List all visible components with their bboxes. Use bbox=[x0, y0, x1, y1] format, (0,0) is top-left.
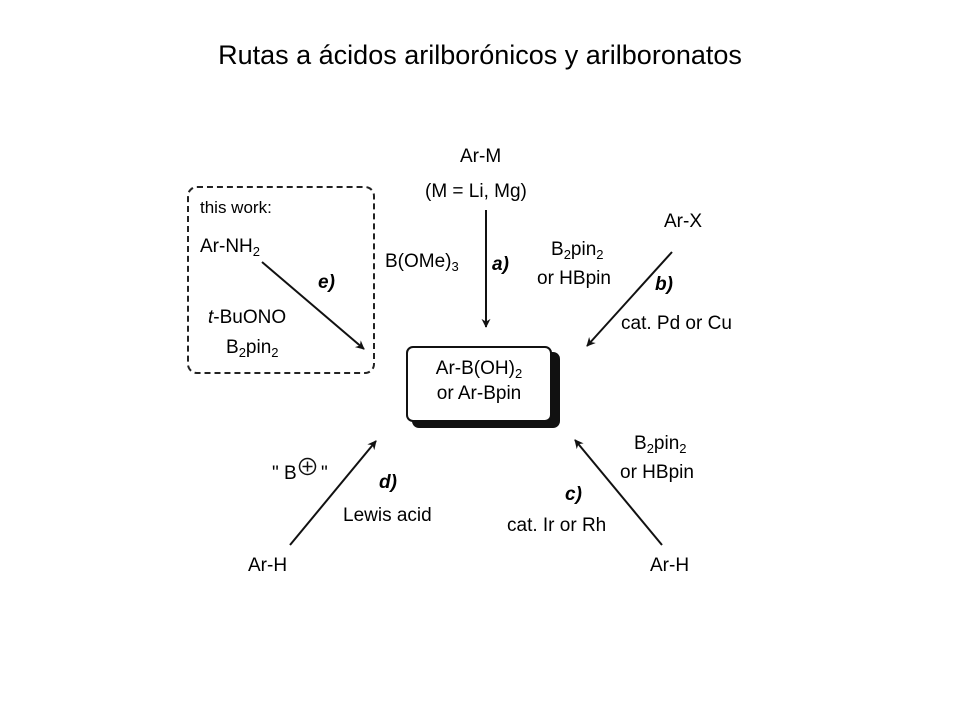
this-work-header: this work: bbox=[200, 198, 272, 217]
bome3-reagent: B(OMe)3 bbox=[385, 251, 459, 274]
this-work-box bbox=[187, 186, 375, 374]
ar-m-condition: (M = Li, Mg) bbox=[425, 181, 527, 202]
hbpin-reagent-b: or HBpin bbox=[537, 268, 611, 289]
boron-cation-reagent: " B " bbox=[272, 458, 328, 485]
arrow-e bbox=[261, 261, 365, 350]
arylboronic-acid: Ar-B(OH)2 bbox=[435, 358, 523, 381]
ar-h-reactant-left: Ar-H bbox=[248, 555, 288, 576]
route-e-label: e) bbox=[318, 272, 335, 293]
pd-cu-catalyst: cat. Pd or Cu bbox=[621, 313, 732, 334]
ir-rh-catalyst: cat. Ir or Rh bbox=[507, 515, 607, 536]
ar-x-reactant: Ar-X bbox=[664, 211, 702, 232]
hbpin-reagent-c: or HBpin bbox=[620, 462, 694, 483]
arrow-b bbox=[586, 251, 673, 347]
plus-circle-icon bbox=[298, 458, 316, 476]
ar-h-reactant-right: Ar-H bbox=[650, 555, 690, 576]
route-d-label: d) bbox=[379, 472, 397, 493]
ar-m-reactant: Ar-M bbox=[460, 146, 502, 167]
route-a-label: a) bbox=[492, 254, 509, 275]
route-c-label: c) bbox=[565, 484, 582, 505]
b2pin2-reagent-c: B2pin2 bbox=[634, 433, 687, 456]
arrow-d bbox=[289, 440, 377, 546]
lewis-acid-condition: Lewis acid bbox=[343, 505, 432, 526]
product-box: Ar-B(OH)2 or Ar-Bpin bbox=[406, 346, 552, 422]
slide-title: Rutas a ácidos arilborónicos y arilboron… bbox=[218, 40, 742, 70]
route-b-label: b) bbox=[655, 274, 673, 295]
arylboronate: or Ar-Bpin bbox=[436, 383, 522, 404]
ar-nh2-reactant: Ar-NH2 bbox=[200, 236, 261, 259]
tbuono-reagent: t-BuONO bbox=[208, 307, 287, 328]
arrow-c bbox=[574, 439, 663, 546]
b2pin2-reagent-e: B2pin2 bbox=[226, 337, 279, 360]
b2pin2-reagent-b: B2pin2 bbox=[551, 239, 604, 262]
